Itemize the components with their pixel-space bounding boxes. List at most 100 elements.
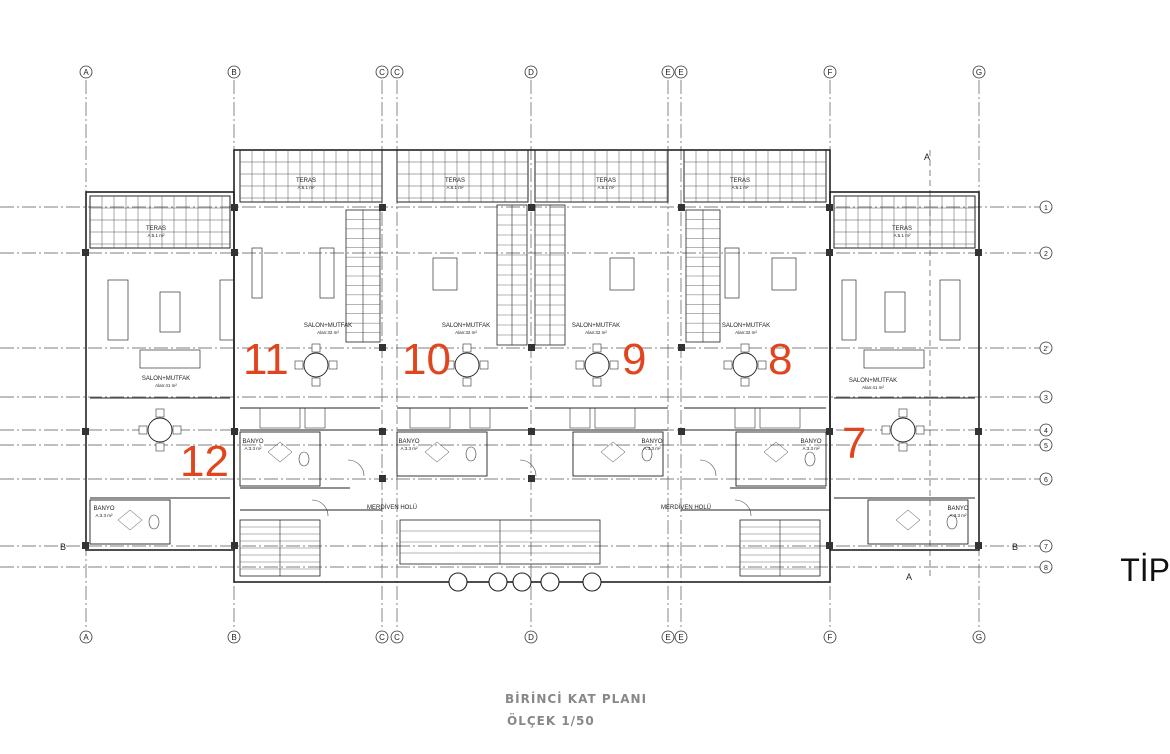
chair bbox=[881, 425, 891, 435]
column bbox=[975, 249, 982, 256]
staircase-9 bbox=[534, 204, 566, 346]
axis-bubble bbox=[1039, 341, 1053, 355]
column bbox=[528, 475, 535, 482]
chair bbox=[328, 360, 338, 370]
unit-number-9: 9 bbox=[622, 335, 647, 384]
unit-number-7: 7 bbox=[842, 419, 867, 468]
axis-letter: F bbox=[828, 68, 833, 77]
dining-table bbox=[890, 417, 916, 443]
dining-table bbox=[732, 352, 758, 378]
column bbox=[975, 542, 982, 549]
axis-letter: C bbox=[394, 633, 400, 642]
terrace-outline bbox=[239, 149, 383, 203]
unit-number-8: 8 bbox=[768, 335, 793, 384]
kitchen-counter bbox=[734, 407, 756, 429]
dining-table bbox=[147, 417, 173, 443]
label-banyo: BANYO bbox=[800, 439, 821, 445]
column bbox=[826, 204, 833, 211]
axis-letter: E bbox=[678, 633, 683, 642]
axis-number: 7 bbox=[1044, 544, 1048, 551]
toilet bbox=[641, 446, 653, 462]
tree-symbol bbox=[512, 572, 532, 592]
axis-number: 4 bbox=[1044, 428, 1048, 435]
label-teras: TERAS bbox=[146, 226, 166, 232]
label-banyo-area: A:3.3 m² bbox=[400, 446, 418, 451]
label-teras-area: A:6.1 m² bbox=[731, 185, 749, 190]
axis-bubble bbox=[823, 65, 837, 79]
label-banyo-area: A:3.3 m² bbox=[802, 446, 820, 451]
axis-bubble bbox=[1039, 390, 1053, 404]
label-teras-area: A:6.1 m² bbox=[297, 185, 315, 190]
label-banyo: BANYO bbox=[242, 439, 263, 445]
staircase-10 bbox=[496, 204, 528, 346]
section-mark: A bbox=[906, 572, 912, 582]
chair bbox=[575, 360, 585, 370]
column bbox=[826, 542, 833, 549]
terrace-11 bbox=[239, 149, 383, 203]
axis-bubble bbox=[1039, 472, 1053, 486]
chair bbox=[462, 343, 472, 353]
chair bbox=[740, 377, 750, 387]
terrace-outline bbox=[683, 149, 827, 203]
axis-bubble bbox=[661, 630, 675, 644]
column bbox=[678, 204, 685, 211]
terrace-8 bbox=[683, 149, 827, 203]
shower-tray bbox=[117, 509, 143, 531]
axis-bubble bbox=[1039, 539, 1053, 553]
label-salon: SALON+MUTFAK bbox=[142, 376, 190, 382]
bathroom bbox=[239, 431, 321, 487]
axis-bubble bbox=[1039, 246, 1053, 260]
drawing-title: BİRİNCİ KAT PLANI bbox=[505, 692, 648, 706]
axis-letter: E bbox=[665, 633, 670, 642]
axis-number: 6 bbox=[1044, 477, 1048, 484]
column bbox=[528, 204, 535, 211]
label-salon: SALON+MUTFAK bbox=[442, 323, 490, 329]
axis-bubble bbox=[674, 65, 688, 79]
unit-number-12: 12 bbox=[180, 437, 229, 486]
column bbox=[231, 542, 238, 549]
column bbox=[82, 542, 89, 549]
chair bbox=[915, 425, 925, 435]
column bbox=[678, 344, 685, 351]
staircase-11 bbox=[345, 209, 381, 343]
label-teras-area: A:6.1 m² bbox=[597, 185, 615, 190]
axis-letter: C bbox=[379, 633, 385, 642]
axis-bubble bbox=[1039, 438, 1053, 452]
label-teras: TERAS bbox=[730, 178, 750, 184]
label-banyo: BANYO bbox=[398, 439, 419, 445]
label-teras: TERAS bbox=[296, 178, 316, 184]
axis-number: 1 bbox=[1044, 205, 1048, 212]
shower-tray bbox=[600, 441, 626, 463]
chair bbox=[155, 442, 165, 452]
stair-hall-steps bbox=[399, 519, 601, 565]
walls bbox=[82, 149, 982, 583]
chair bbox=[462, 377, 472, 387]
label-salon-area: Alan:41 m² bbox=[862, 385, 884, 390]
label-teras: TERAS bbox=[445, 178, 465, 184]
label-salon: SALON+MUTFAK bbox=[722, 323, 770, 329]
tree-symbol bbox=[540, 572, 560, 592]
furniture bbox=[159, 291, 181, 333]
column bbox=[678, 428, 685, 435]
staircase-lower-right bbox=[739, 519, 821, 577]
furniture bbox=[884, 291, 906, 333]
axis-bubble bbox=[390, 65, 404, 79]
door-swing bbox=[734, 499, 752, 517]
chair bbox=[138, 425, 148, 435]
column bbox=[231, 204, 238, 211]
axis-bubble bbox=[375, 630, 389, 644]
axis-number: 8 bbox=[1044, 565, 1048, 572]
axis-number: 2 bbox=[1044, 251, 1048, 258]
axis-bubble bbox=[972, 65, 986, 79]
drawing-scale: ÖLÇEK 1/50 bbox=[507, 714, 595, 728]
column bbox=[82, 428, 89, 435]
axis-bubble bbox=[79, 65, 93, 79]
kitchen-counter bbox=[759, 407, 801, 429]
axis-letter: G bbox=[976, 68, 982, 77]
label-salon: SALON+MUTFAK bbox=[572, 323, 620, 329]
bathroom bbox=[867, 499, 969, 545]
label-salon-area: Alan:32 m² bbox=[455, 330, 477, 335]
column bbox=[231, 428, 238, 435]
terrace-10 bbox=[396, 149, 529, 203]
